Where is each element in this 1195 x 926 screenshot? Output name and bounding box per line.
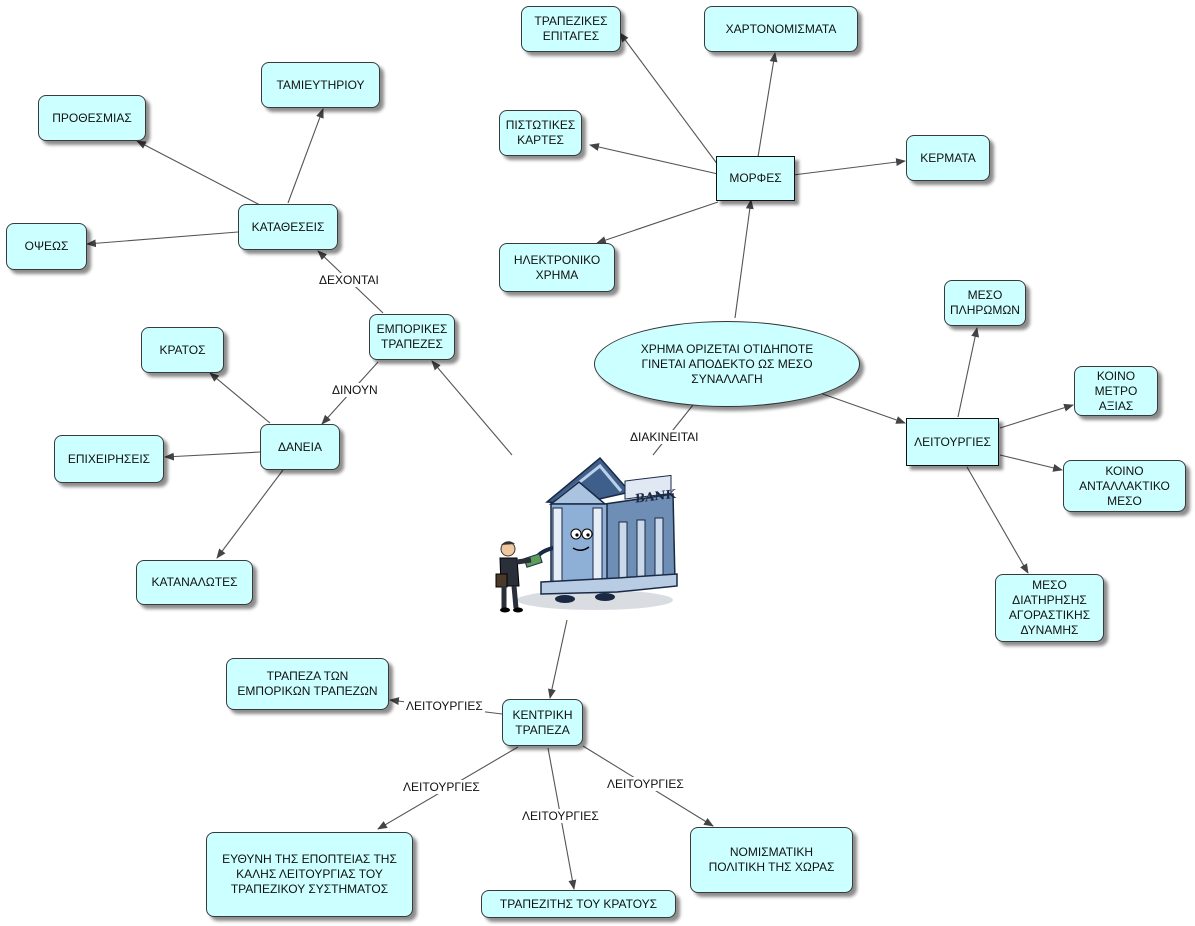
concept-deposits[interactable]: ΚΑΤΑΘΕΣΕΙΣ — [238, 204, 338, 250]
concept-time-deposits[interactable]: ΠΡΟΘΕΣΜΙΑΣ — [38, 95, 146, 141]
concept-state-banker[interactable]: ΤΡΑΠΕΖΙΤΗΣ ΤΟΥ ΚΡΑΤΟΥΣ — [481, 890, 676, 918]
concept-central-bank[interactable]: ΚΕΝΤΡΙΚΗ ΤΡΑΠΕΖΑ — [502, 699, 583, 746]
concept-credit-cards[interactable]: ΠΙΣΤΩΤΙΚΕΣ ΚΑΡΤΕΣ — [499, 110, 582, 156]
concept-electronic-money[interactable]: ΗΛΕΚΤΡΟΝΙΚΟ ΧΡΗΜΑ — [499, 243, 615, 292]
concept-medium-of-exchange[interactable]: ΚΟΙΝΟ ΑΝΤΑΛΛΑΚΤΙΚΟ ΜΕΣΟ — [1063, 460, 1186, 512]
concept-payment-means[interactable]: ΜΕΣΟ ΠΛΗΡΩΜΩΝ — [944, 280, 1026, 326]
concept-monetary-policy[interactable]: ΝΟΜΙΣΜΑΤΙΚΗ ΠΟΛΙΤΙΚΗ ΤΗΣ ΧΩΡΑΣ — [690, 827, 853, 893]
concept-store-of-value[interactable]: ΜΕΣΟ ΔΙΑΤΗΡΗΣΗΣ ΑΓΟΡΑΣΤΙΚΗΣ ΔΥΝΑΜΗΣ — [995, 574, 1104, 642]
concept-state[interactable]: ΚΡΑΤΟΣ — [141, 327, 224, 373]
link-label-func-bank-of-banks: ΛΕΙΤΟΥΡΓΙΕΣ — [404, 699, 485, 713]
concept-banknotes[interactable]: ΧΑΡΤΟΝΟΜΙΣΜΑΤΑ — [704, 6, 858, 52]
concept-commercial-banks[interactable]: ΕΜΠΟΡΙΚΕΣ ΤΡΑΠΕΖΕΣ — [369, 314, 455, 360]
concept-businesses[interactable]: ΕΠΙΧΕΙΡΗΣΕΙΣ — [54, 435, 164, 483]
bank-illustration: BANK — [495, 456, 678, 613]
concept-functions[interactable]: ΛΕΙΤΟΥΡΓΙΕΣ — [906, 418, 999, 466]
concept-coins[interactable]: ΚΕΡΜΑΤΑ — [906, 135, 990, 181]
link-label-accept: ΔΕΧΟΝΤΑΙ — [317, 273, 381, 287]
concept-forms[interactable]: ΜΟΡΦΕΣ — [716, 156, 795, 201]
concept-measure-of-value[interactable]: ΚΟΙΝΟ ΜΕΤΡΟ ΑΞΙΑΣ — [1074, 366, 1158, 416]
concept-sight-deposits[interactable]: ΟΨΕΩΣ — [6, 223, 87, 270]
concept-consumers[interactable]: ΚΑΤΑΝΑΛΩΤΕΣ — [136, 560, 253, 605]
link-label-manage: ΔΙΑΚΙΝΕΙΤΑΙ — [628, 430, 701, 444]
concept-supervision[interactable]: ΕΥΘΥΝΗ ΤΗΣ ΕΠΟΠΤΕΙΑΣ ΤΗΣ ΚΑΛΗΣ ΛΕΙΤΟΥΡΓΙ… — [206, 832, 413, 917]
link-label-func-monetary-policy: ΛΕΙΤΟΥΡΓΙΕΣ — [605, 777, 686, 791]
concept-bank-of-banks[interactable]: ΤΡΑΠΕΖΑ ΤΩΝ ΕΜΠΟΡΙΚΩΝ ΤΡΑΠΕΖΩΝ — [226, 658, 389, 710]
concept-savings[interactable]: ΤΑΜΙΕΥΤΗΡΙΟΥ — [261, 62, 380, 108]
concept-money-definition[interactable]: ΧΡΗΜΑ ΟΡΙΖΕΤΑΙ ΟΤΙΔΗΠΟΤΕ ΓΙΝΕΤΑΙ ΑΠΟΔΕΚΤ… — [594, 321, 860, 407]
concept-loans[interactable]: ΔΑΝΕΙΑ — [260, 424, 340, 470]
link-label-give: ΔΙΝΟΥΝ — [330, 383, 380, 397]
link-label-func-state-banker: ΛΕΙΤΟΥΡΓΙΕΣ — [520, 809, 601, 823]
concept-bank-cheques[interactable]: ΤΡΑΠΕΖΙΚΕΣ ΕΠΙΤΑΓΕΣ — [521, 6, 621, 52]
link-label-func-supervision: ΛΕΙΤΟΥΡΓΙΕΣ — [401, 780, 482, 794]
bank-sign: BANK — [635, 487, 676, 506]
